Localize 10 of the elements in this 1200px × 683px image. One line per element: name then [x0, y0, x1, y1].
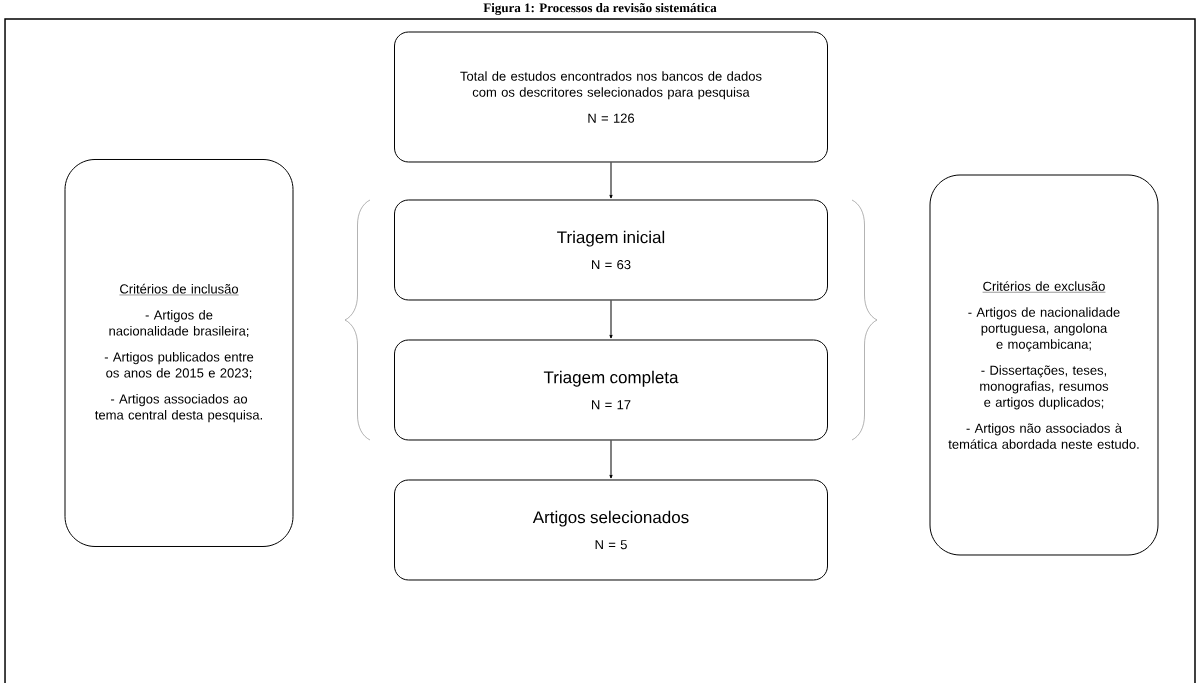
process-box: Total de estudos encontrados nos bancos de dados com os descritores selecionados para pesquisa N = 126: [394, 31, 828, 163]
criteria-box: Critérios de inclusão - Artigos de nacionalidade brasileira; - Artigos publicados entre os anos de 2015 e 2023; - Artigos associados ao tema central desta pesquisa.: [64, 159, 294, 547]
arrow: [609, 300, 613, 339]
process-box: Artigos selecionados N = 5: [394, 479, 828, 581]
arrow: [609, 162, 613, 199]
process-box: Triagem inicial N = 63: [394, 199, 828, 301]
process-box: Triagem completa N = 17: [394, 339, 828, 441]
criteria-box: Critérios de exclusão - Artigos de nacionalidade portuguesa, angolona e moçambicana; - Dissertações, teses, monografias, resumos e artigos duplicados; - Artigos não associados à temática abordada neste estudo.: [929, 174, 1159, 556]
arrow: [609, 440, 613, 479]
figure-title: Figura 1: Processos da revisão sistemática: [483, 3, 717, 15]
